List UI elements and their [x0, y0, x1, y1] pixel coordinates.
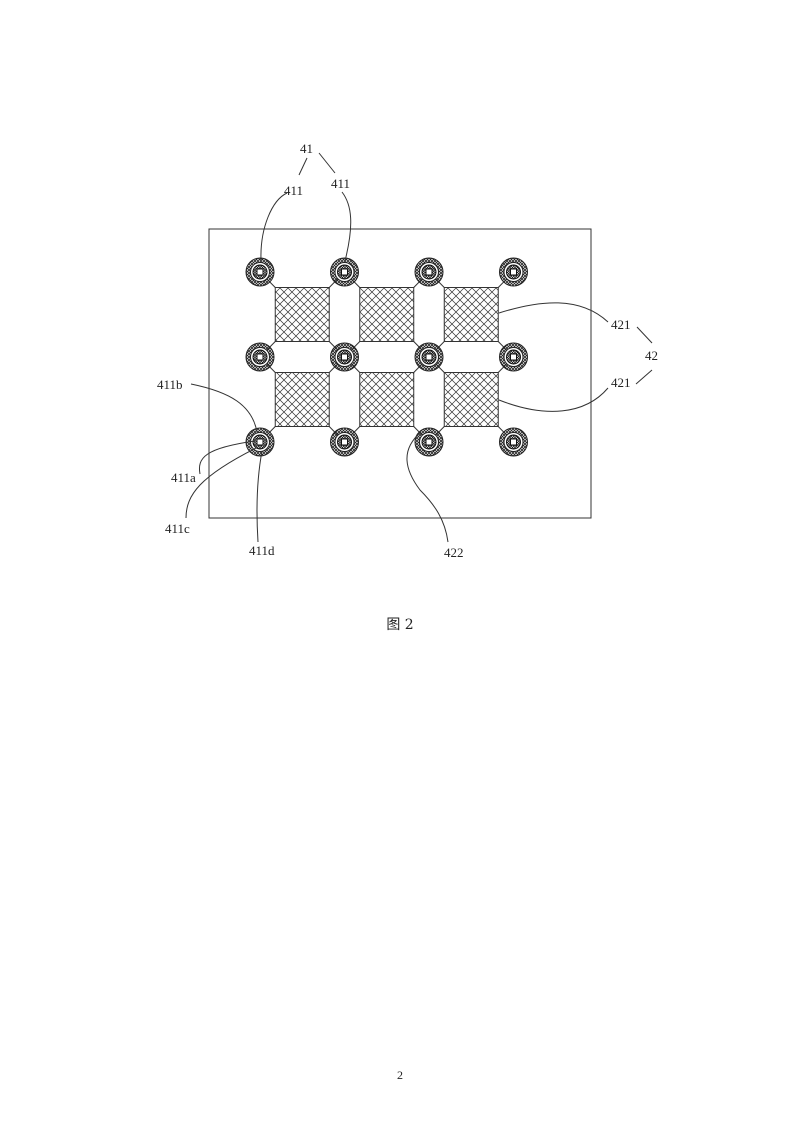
leader-42-upper: [636, 326, 653, 344]
leader-411d: [256, 450, 263, 543]
pad-core: [425, 438, 433, 446]
pad: [414, 342, 444, 372]
leader-42-lower: [635, 369, 653, 385]
label-411a: 411a: [171, 470, 196, 485]
hatched-squares: [274, 287, 499, 427]
label-42: 42: [645, 348, 658, 363]
leader-411-left: [260, 192, 288, 261]
pad-core: [341, 353, 348, 361]
hatched-square: [359, 372, 415, 427]
pad-core: [425, 268, 433, 276]
leader-41-right: [318, 152, 336, 174]
pad: [245, 257, 275, 287]
label-411c: 411c: [165, 521, 190, 536]
leader-411b: [190, 383, 258, 433]
pad-core: [341, 438, 348, 446]
pad-array: [245, 257, 528, 457]
leader-lines: [185, 152, 653, 543]
leader-411-right: [341, 191, 352, 262]
leader-41-left: [298, 157, 308, 176]
pad-core: [510, 438, 517, 446]
label-421-top: 421: [611, 317, 631, 332]
pad: [499, 257, 528, 287]
substrate-frame: [208, 228, 592, 519]
label-411b: 411b: [157, 377, 183, 392]
leader-411a: [198, 440, 256, 475]
label-411-left: 411: [284, 183, 303, 198]
leader-411c: [185, 446, 259, 519]
pad-core: [510, 268, 517, 276]
leader-422: [406, 431, 449, 543]
pad: [414, 427, 444, 457]
pad-core: [256, 438, 264, 446]
pad-core: [256, 353, 264, 361]
pad-core: [256, 268, 264, 276]
hatched-square: [443, 372, 499, 427]
hatched-square: [274, 287, 330, 342]
label-41: 41: [300, 141, 313, 156]
label-422: 422: [444, 545, 464, 560]
pad: [330, 342, 359, 372]
pad: [499, 342, 528, 372]
hatched-square: [274, 372, 330, 427]
pad-core: [510, 353, 517, 361]
figure-caption: 图 2: [386, 617, 414, 633]
pad: [499, 427, 528, 457]
pad: [414, 257, 444, 287]
label-411d: 411d: [249, 543, 275, 558]
leader-421-bottom: [498, 387, 609, 412]
pad: [330, 257, 359, 287]
hatched-square: [443, 287, 499, 342]
hatched-square: [359, 287, 415, 342]
leader-421-top: [498, 302, 609, 323]
label-421-bottom: 421: [611, 375, 631, 390]
pad: [330, 427, 359, 457]
pad-core: [341, 268, 348, 276]
pad-core: [425, 353, 433, 361]
pad: [245, 342, 275, 372]
page-number: 2: [397, 1068, 403, 1082]
label-411-right: 411: [331, 176, 350, 191]
